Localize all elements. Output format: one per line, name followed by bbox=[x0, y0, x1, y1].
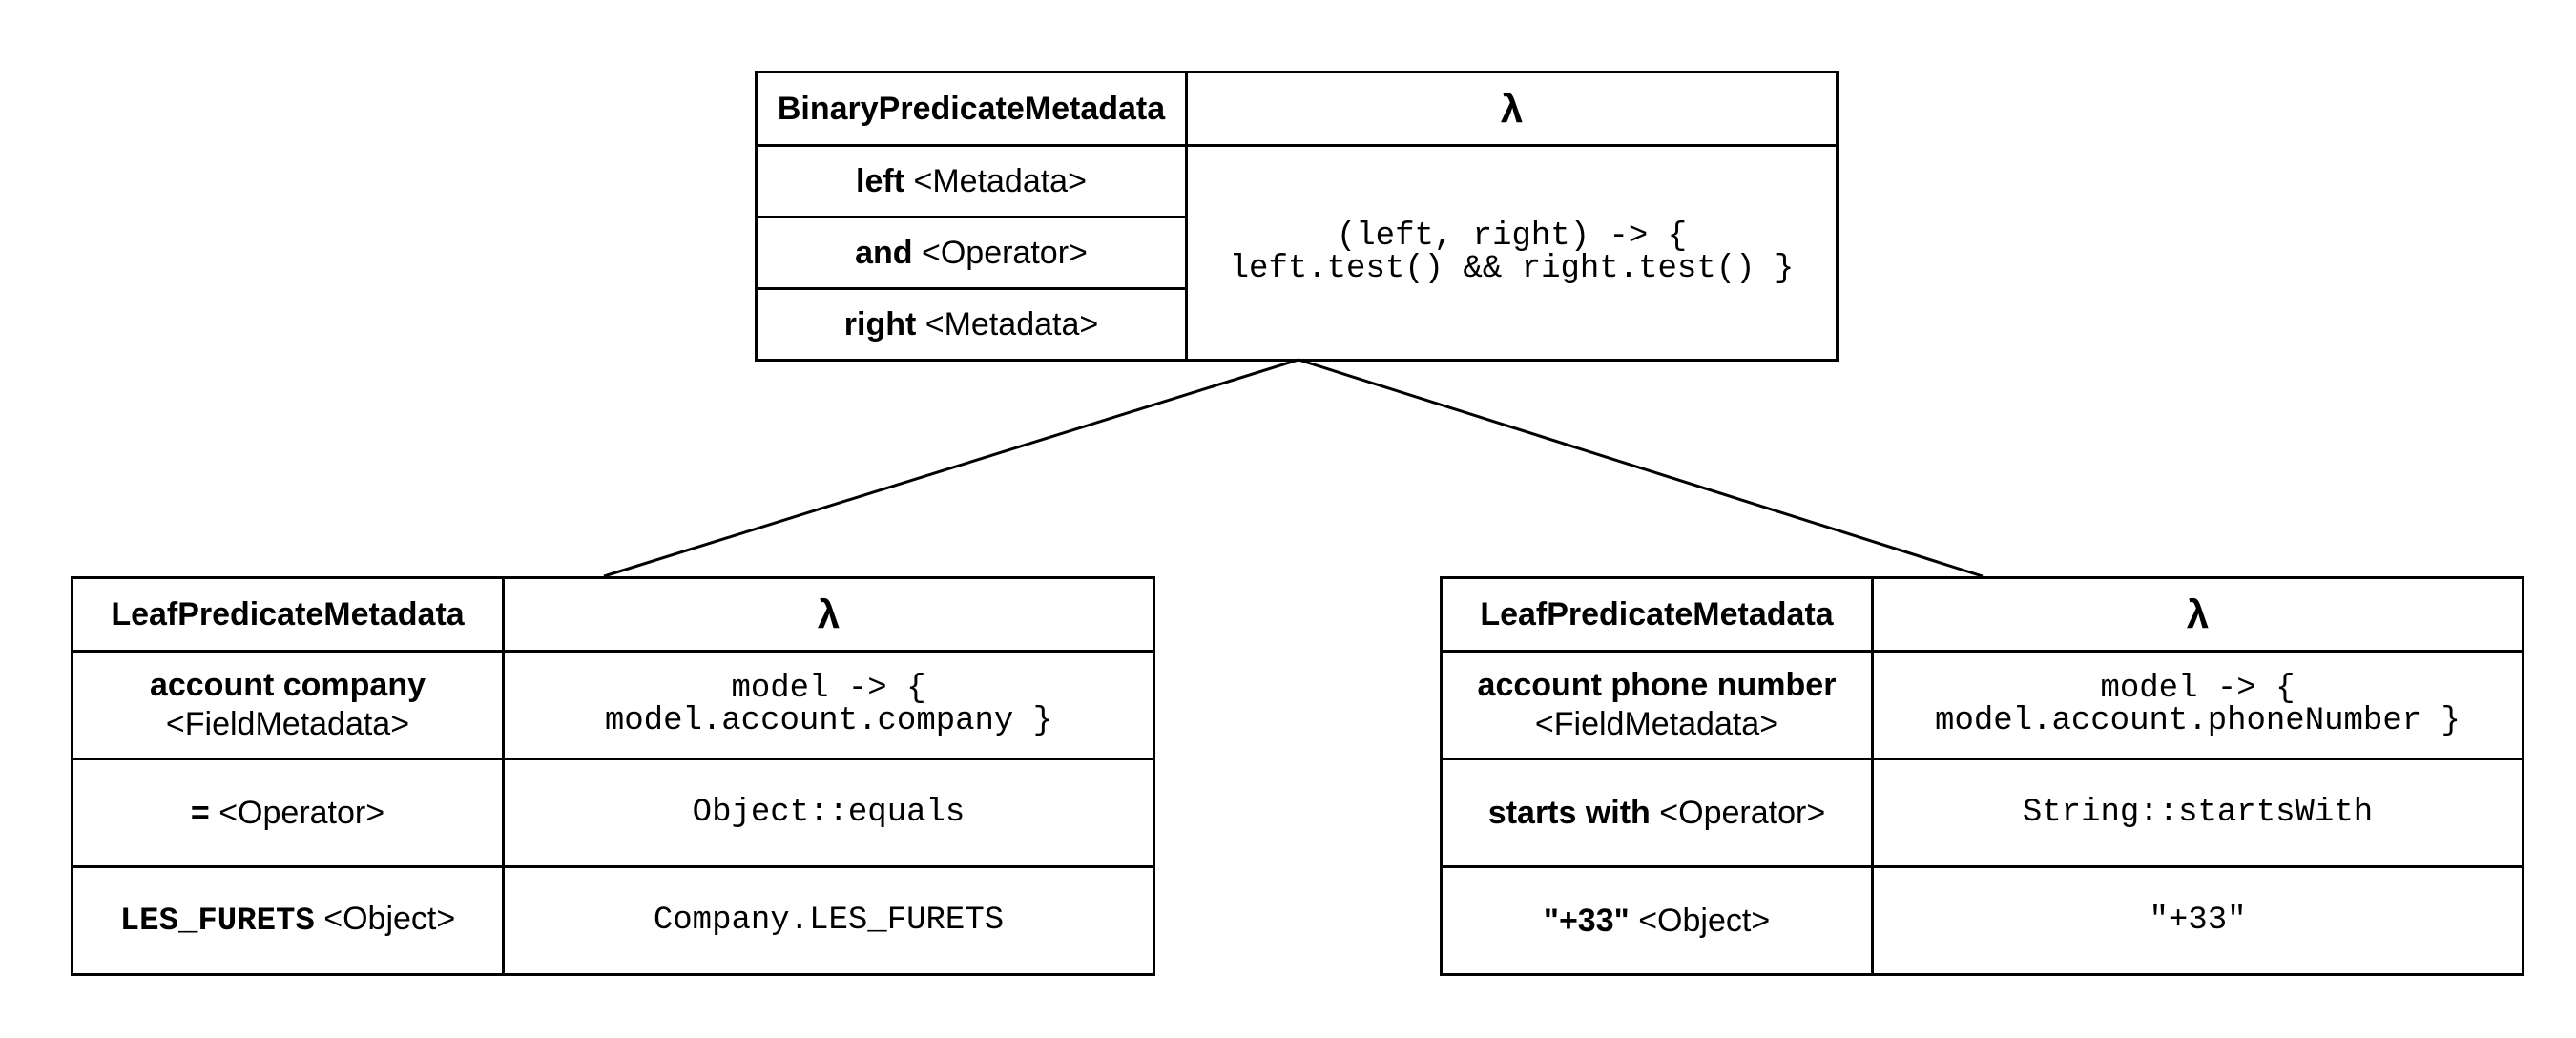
value-row: LES_FURETS <Object> bbox=[71, 865, 505, 976]
value-key: LES_FURETS bbox=[119, 903, 315, 940]
operator-key: starts with bbox=[1487, 794, 1651, 831]
operator-code: String::startsWith bbox=[1871, 758, 2524, 868]
leaf-title: LeafPredicateMetadata bbox=[71, 576, 505, 653]
lambda-header: λ bbox=[1185, 71, 1839, 147]
field-lambda-code: model -> {model.account.phoneNumber } bbox=[1871, 650, 2524, 760]
code-line: (left, right) -> { bbox=[1336, 218, 1688, 255]
value-key: "+33" bbox=[1543, 902, 1630, 939]
code-line: left.test() && right.test() } bbox=[1229, 251, 1795, 287]
operator-code: Object::equals bbox=[502, 758, 1155, 868]
connector-right bbox=[1298, 358, 1984, 578]
field-key: right bbox=[843, 305, 917, 343]
binary-lambda-code: (left, right) -> {left.test() && right.t… bbox=[1185, 144, 1839, 362]
field-key: and bbox=[855, 234, 913, 271]
operator-type: <Operator> bbox=[1650, 794, 1826, 831]
leaf-title: LeafPredicateMetadata bbox=[1440, 576, 1874, 653]
value-row: "+33" <Object> bbox=[1440, 865, 1874, 976]
field-type: <Metadata> bbox=[916, 305, 1099, 343]
field-row: account company<FieldMetadata> bbox=[71, 650, 505, 760]
value-type: <Object> bbox=[314, 901, 456, 937]
code-line: model.account.phoneNumber } bbox=[1935, 703, 2461, 739]
leaf-predicate-table-left: LeafPredicateMetadata λ account company<… bbox=[71, 576, 1155, 976]
field-type: <Operator> bbox=[912, 234, 1088, 271]
operator-key: = bbox=[190, 794, 210, 831]
field-row: account phone number<FieldMetadata> bbox=[1440, 650, 1874, 760]
field-key: left bbox=[856, 162, 905, 199]
lambda-header: λ bbox=[1871, 576, 2524, 653]
field-type: <Metadata> bbox=[904, 162, 1087, 199]
connector-left bbox=[603, 358, 1299, 578]
code-line: model -> { bbox=[731, 671, 926, 707]
field-type: <FieldMetadata> bbox=[165, 706, 410, 742]
value-code: Company.LES_FURETS bbox=[502, 865, 1155, 976]
field-type: <FieldMetadata> bbox=[1534, 706, 1779, 742]
operator-type: <Operator> bbox=[209, 794, 385, 831]
leaf-predicate-table-right: LeafPredicateMetadata λ account phone nu… bbox=[1440, 576, 2524, 976]
field-key: account company bbox=[149, 667, 426, 703]
binary-row-left: left <Metadata> bbox=[755, 144, 1188, 218]
binary-row-right: right <Metadata> bbox=[755, 287, 1188, 362]
binary-title: BinaryPredicateMetadata bbox=[755, 71, 1188, 147]
binary-predicate-table: BinaryPredicateMetadata λ left <Metadata… bbox=[755, 71, 1839, 362]
operator-row: = <Operator> bbox=[71, 758, 505, 868]
code-line: model.account.company } bbox=[604, 703, 1053, 739]
value-code: "+33" bbox=[1871, 865, 2524, 976]
field-lambda-code: model -> {model.account.company } bbox=[502, 650, 1155, 760]
operator-row: starts with <Operator> bbox=[1440, 758, 1874, 868]
lambda-header: λ bbox=[502, 576, 1155, 653]
binary-row-and: and <Operator> bbox=[755, 216, 1188, 290]
field-key: account phone number bbox=[1477, 667, 1837, 703]
value-type: <Object> bbox=[1629, 902, 1771, 939]
code-line: model -> { bbox=[2100, 671, 2296, 707]
